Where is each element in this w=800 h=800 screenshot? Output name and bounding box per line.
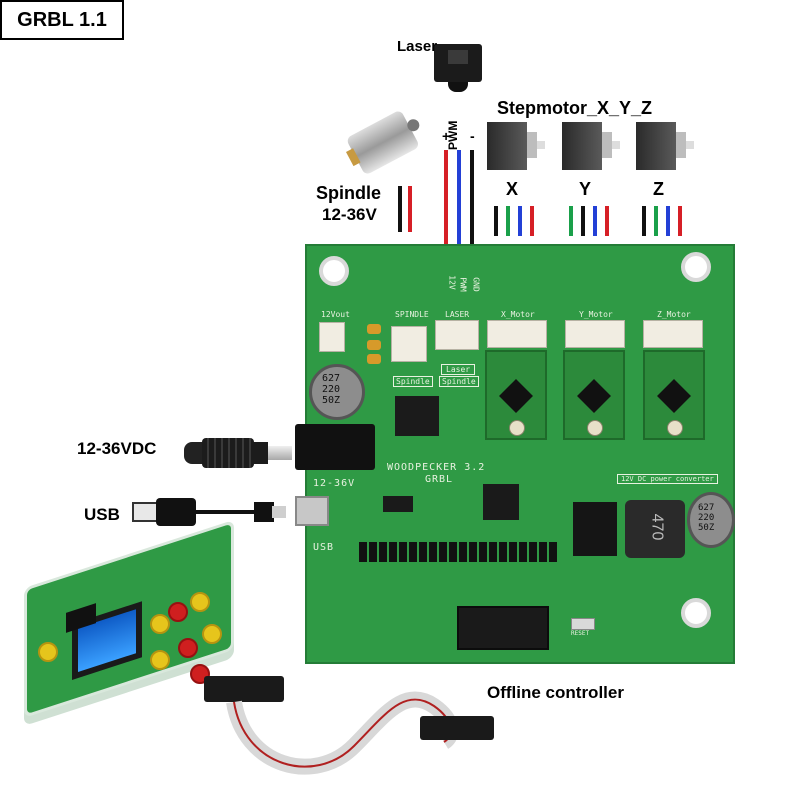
silk-12-36v: 12-36V — [313, 478, 356, 489]
usb-label: USB — [84, 505, 120, 524]
y-stepper-driver — [563, 350, 625, 440]
offline-controller-device — [14, 519, 240, 734]
voltage-regulator — [395, 396, 439, 436]
silk-spindle-tag: Spindle — [393, 376, 433, 387]
stepper-z-wires — [642, 206, 686, 236]
stepper-motor-z — [636, 122, 694, 172]
power-converter-ic — [573, 502, 617, 556]
spindle-wire-red — [408, 186, 412, 232]
silk-z-motor: Z_Motor — [657, 310, 691, 319]
gpio-pin-header — [359, 542, 559, 562]
controller-button — [178, 638, 198, 658]
silk-reset: RESET — [571, 630, 590, 637]
silk-laser: LASER — [445, 310, 470, 319]
axis-y-label: Y — [579, 179, 592, 199]
microcontroller — [483, 484, 519, 520]
spindle-label: Spindle — [316, 183, 382, 203]
spindle-wire-black — [398, 186, 402, 232]
usb-port — [295, 496, 329, 526]
capacitor-left: 627 220 50Z — [309, 364, 365, 420]
dc-power-plug — [184, 436, 292, 470]
silk-usb: USB — [313, 542, 335, 553]
stepper-motor-x — [487, 122, 545, 172]
x-stepper-driver — [485, 350, 547, 440]
silk-spindle-tag2: Spindle — [439, 376, 479, 387]
spindle-voltage-label: 12-36V — [322, 205, 377, 224]
stepper-x-wires — [494, 206, 538, 236]
inductor: 470 — [625, 500, 685, 558]
silk-brand: WOODPECKER 3.2 — [387, 462, 486, 473]
silk-spindle: SPINDLE — [395, 310, 429, 319]
pwm-minus-label: - — [470, 128, 475, 144]
axis-z-label: Z — [653, 179, 664, 199]
stepper-y-wires — [569, 206, 613, 236]
y-motor-connector — [565, 320, 625, 348]
controller-button — [150, 650, 170, 670]
laser-module — [434, 44, 482, 92]
spindle-connector — [391, 326, 427, 362]
mounting-hole — [681, 252, 711, 282]
pwm-plus-label: + — [442, 128, 451, 144]
laser-connector — [435, 320, 479, 350]
pwm-label: PWM — [446, 120, 460, 150]
z-motor-connector — [643, 320, 703, 348]
silk-laser-tag: Laser — [441, 364, 476, 375]
grbl-control-board: 12Vout SPINDLE LASER X_Motor Y_Motor Z_M… — [295, 244, 735, 664]
spindle-motor — [337, 97, 436, 188]
grbl-version-box: GRBL 1.1 — [0, 0, 124, 40]
z-stepper-driver — [643, 350, 705, 440]
silk-converter: 12V DC power converter — [617, 474, 718, 484]
silk-y-motor: Y_Motor — [579, 310, 613, 319]
mounting-hole — [319, 256, 349, 286]
laser-wire-black — [470, 150, 474, 265]
dc-power-jack — [295, 424, 375, 470]
x-motor-connector — [487, 320, 547, 348]
usb-serial-chip — [383, 496, 413, 512]
mounting-hole — [681, 598, 711, 628]
silk-12vout: 12Vout — [321, 310, 350, 319]
stepmotor-label: Stepmotor_X_Y_Z — [497, 98, 653, 118]
offline-controller-label: Offline controller — [487, 683, 624, 702]
laser-label: Laser — [397, 38, 438, 55]
laser-wire-blue — [457, 150, 461, 265]
silk-grbl: GRBL — [425, 474, 454, 485]
stepper-motor-y — [562, 122, 620, 172]
controller-button — [38, 642, 58, 662]
controller-button — [168, 602, 188, 622]
silk-laser-pwm: PWM — [458, 277, 468, 292]
controller-button — [190, 592, 210, 612]
silk-laser-gnd: GND — [471, 277, 481, 292]
controller-button — [202, 624, 222, 644]
axis-x-label: X — [506, 179, 519, 199]
capacitor-right: 627 220 50Z — [687, 492, 735, 548]
reset-button — [571, 618, 595, 630]
ribbon-cable — [204, 676, 494, 786]
controller-button — [150, 614, 170, 634]
silk-x-motor: X_Motor — [501, 310, 535, 319]
silk-laser-12v: 12V — [447, 275, 457, 290]
dc-input-label: 12-36VDC — [77, 439, 157, 458]
laser-wire-red — [444, 150, 448, 265]
usb-cable — [132, 496, 288, 532]
offline-controller-port — [457, 606, 549, 650]
12vout-connector — [319, 322, 345, 352]
